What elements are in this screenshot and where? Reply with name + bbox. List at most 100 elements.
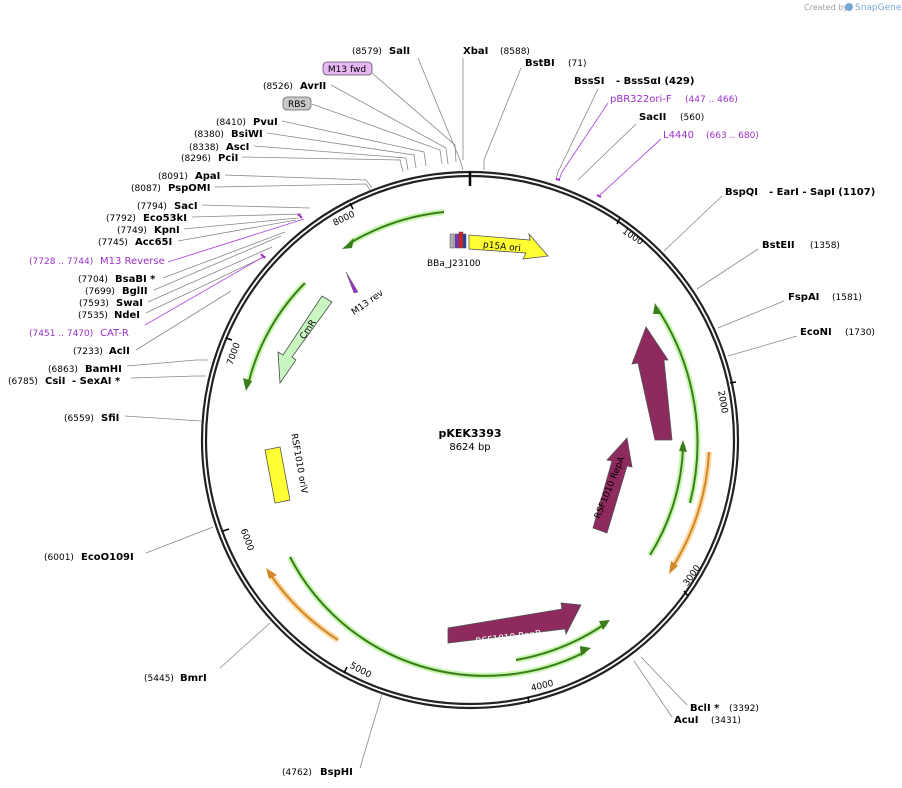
leader-avrii (330, 84, 449, 165)
leader-bcli (640, 656, 688, 706)
leader-bsssi (555, 88, 599, 181)
leader-sacii (577, 123, 637, 181)
snapgene-credit: Created by SnapGene (804, 3, 902, 13)
leader-pvui (281, 120, 427, 167)
primer-range-cat-r: (7451 .. 7470) (29, 329, 93, 339)
site-pos-acui: (3431) (711, 716, 741, 726)
feature-oriv (264, 446, 291, 504)
site-pos-acc65i: (7745) (98, 238, 128, 248)
leader-ndei (145, 255, 267, 314)
primer-range-m13-reverse: (7728 .. 7744) (29, 257, 93, 267)
feature-m13-rev-marker (345, 271, 359, 294)
tick-mark-2000 (729, 381, 737, 384)
feature-blue-block (462, 233, 467, 249)
primer-pbr322ori-f: pBR322ori-F (610, 94, 672, 105)
leader-bamhi (126, 359, 208, 367)
leader-rbs (311, 103, 443, 165)
site-pcii: PciI (218, 153, 238, 164)
rbs-label: RBS (288, 100, 306, 110)
rbs-box (282, 96, 312, 111)
site-bsteii: BstEII (762, 240, 795, 251)
site-pos-xbai: (8588) (500, 47, 530, 57)
tick-mark-8000 (349, 202, 354, 210)
restriction-sites: (8579) SalI XbaI (8588) BstBI (71) BssSI… (8, 46, 875, 778)
leader-apai (224, 174, 373, 189)
site-pos-pcii: (8296) (181, 154, 211, 164)
primer-l4440: L4440 (663, 130, 694, 141)
plasmid-name: pKEK3393 (438, 427, 501, 440)
site-pos-bsteii: (1358) (810, 241, 840, 251)
feature-repb (447, 602, 582, 644)
site-xbai: XbaI (463, 46, 488, 57)
site-pos-bsphi: (4762) (282, 768, 312, 778)
site-kpni: KpnI (154, 225, 180, 236)
primer-cat-r: CAT-R (100, 328, 129, 339)
tick-marks: 1000 2000 3000 4000 5000 6000 7000 8000 (222, 202, 737, 704)
site-bspqi: BspQI (725, 187, 758, 198)
feature-repc (631, 326, 673, 441)
feature-orange-left (269, 573, 339, 641)
leader-m13-reverse (167, 218, 305, 263)
site-pos-bmri: (5445) (144, 674, 174, 684)
site-pos-sacii: (560) (680, 113, 704, 123)
leader-asci (253, 145, 409, 171)
leader-bsteii (696, 248, 759, 290)
site-extra-csii: - SexAI * (72, 376, 121, 387)
site-bglii: BglII (122, 286, 148, 297)
tick-mark-5000 (343, 666, 348, 674)
primer-m13-reverse: M13 Reverse (100, 256, 165, 267)
site-pos-sali: (8579) (352, 47, 382, 57)
site-pos-ecoo109i: (6001) (44, 553, 74, 563)
site-fspai: FspAI (788, 292, 819, 303)
site-pos-saci: (7794) (137, 202, 167, 212)
snapgene-logo-icon (845, 3, 853, 11)
site-pos-apai: (8091) (158, 172, 188, 182)
leader-pcii (241, 156, 404, 173)
leader-ecoo109i (145, 526, 214, 554)
feature-inner-right-green (649, 444, 684, 556)
tick-mark-1000 (616, 217, 621, 225)
site-pos-pspomi: (8087) (131, 184, 161, 194)
m13-fwd-label: M13 fwd (328, 65, 366, 75)
site-csii: CsiI (45, 376, 65, 387)
leader-bsphi (359, 693, 383, 769)
primer-range-pbr322ori-f: (447 .. 466) (685, 95, 738, 105)
leader-acui (633, 660, 673, 718)
site-saci: SacI (174, 201, 198, 212)
site-sali: SalI (389, 46, 410, 57)
site-bcli: BclI * (690, 703, 720, 714)
arrowhead-bottom-green2 (599, 620, 610, 630)
arrowhead-inner-right-green (679, 440, 687, 452)
site-pos-fspai: (1581) (832, 293, 862, 303)
arrowhead-right-green (653, 303, 662, 314)
site-pos-bsabi: (7704) (78, 275, 108, 285)
credit-brand: SnapGene (855, 3, 902, 13)
boxed-labels: M13 fwd RBS (282, 61, 373, 111)
primer-mark-m13-reverse (297, 213, 303, 219)
leader-saci (201, 204, 311, 209)
tick-label-5000: 5000 (348, 661, 373, 681)
site-avrii: AvrII (300, 81, 326, 92)
plasmid-title: pKEK3393 8624 bp (438, 427, 501, 453)
feature-red-block (458, 231, 464, 249)
site-bstbi: BstBI (525, 58, 555, 69)
site-asci: AscI (226, 142, 249, 153)
m13-fwd-box (322, 61, 373, 76)
site-pos-sfii: (6559) (64, 414, 94, 424)
feature-bottom-green2 (515, 623, 606, 661)
leader-l4440 (599, 138, 662, 196)
site-pos-csii: (6785) (8, 377, 38, 387)
leader-bsabi (162, 231, 286, 279)
leader-pbr322ori-f (558, 102, 609, 181)
feature-rbs-block (454, 233, 460, 249)
site-pos-bstbi: (71) (568, 59, 586, 69)
primer-mark-l4440 (596, 194, 602, 198)
feature-orange-right (671, 451, 710, 569)
site-sacii: SacII (639, 112, 666, 123)
arrowhead-bottom-green (580, 646, 591, 656)
feature-right-green (656, 307, 699, 504)
leader-bstbi (483, 67, 522, 170)
leader-acc65i (177, 219, 297, 242)
feature-oriv-label: RSF1010 oriV (288, 433, 309, 495)
site-bamhi: BamHI (85, 364, 122, 375)
